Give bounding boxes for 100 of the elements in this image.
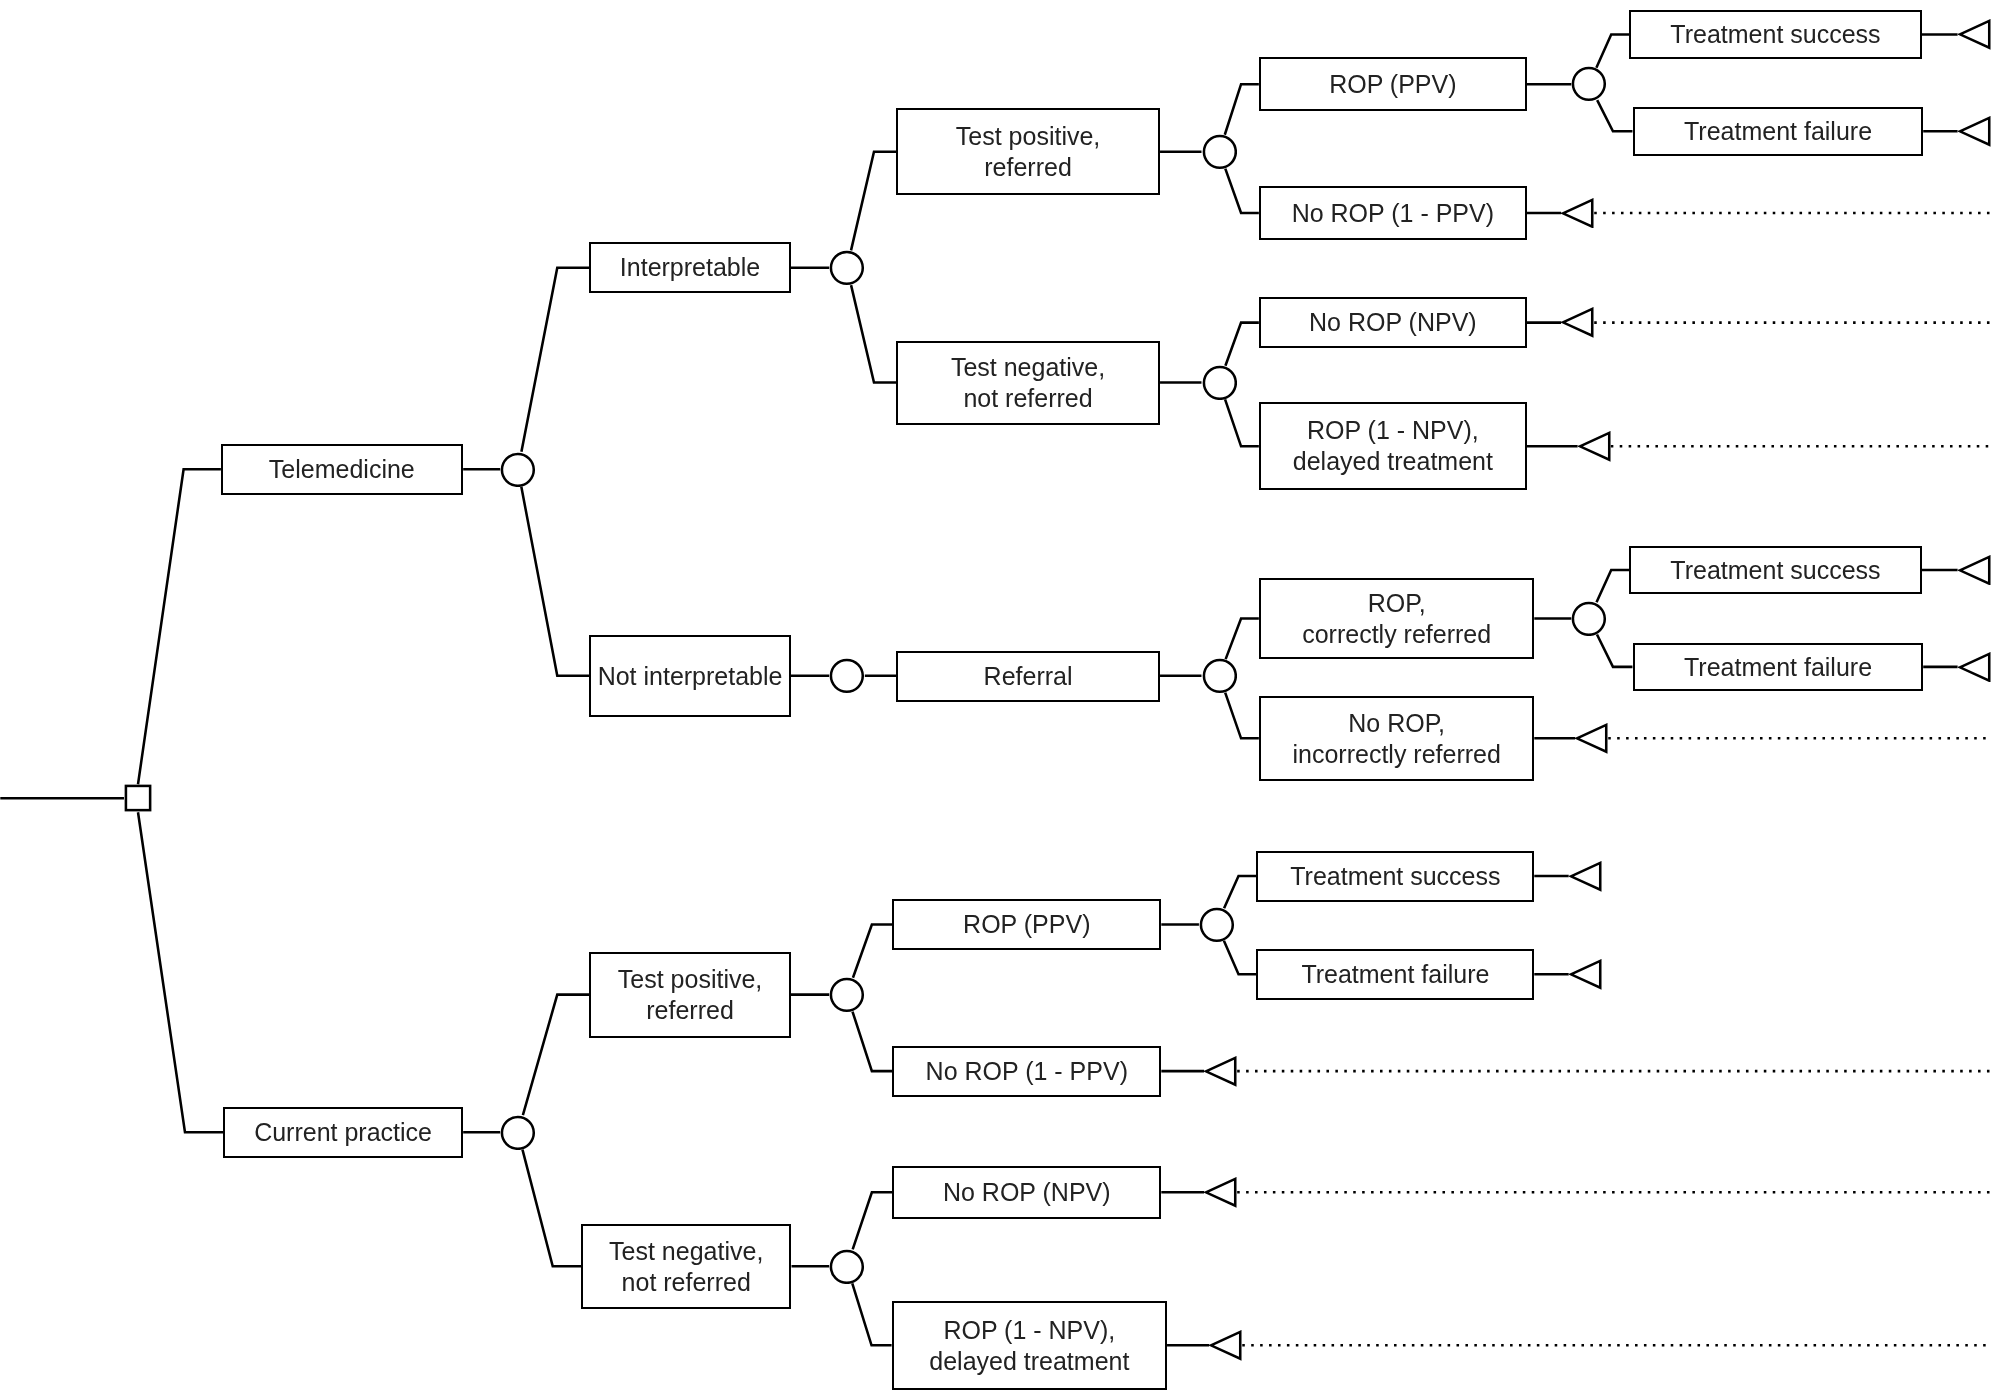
- connector-line: [520, 486, 590, 678]
- branch-label: Test positive, referred: [955, 120, 1101, 183]
- branch-label: No ROP (1 - PPV): [925, 1055, 1128, 1087]
- connector-line: [851, 1011, 893, 1073]
- branch-label: Treatment failure: [1684, 651, 1873, 683]
- connector-line: [1595, 568, 1630, 603]
- connector-line: [1161, 1069, 1204, 1073]
- connector-line: [1167, 1344, 1210, 1347]
- chance-circle: [829, 250, 865, 286]
- connector-line: [1921, 568, 1958, 572]
- branch-box: [892, 1045, 1162, 1097]
- branch-box: [1258, 578, 1535, 659]
- connector-line: [1921, 33, 1958, 36]
- connector-line: [463, 467, 501, 471]
- connector-line: [1526, 445, 1578, 448]
- branch-label: Not interpretable: [597, 660, 783, 692]
- branch-label: Treatment success: [1670, 18, 1881, 50]
- branch-box: [1258, 186, 1527, 240]
- branch-label: Treatment success: [1670, 554, 1881, 586]
- connector-line: [1161, 1190, 1204, 1194]
- branch-label: ROP (1 - NPV), delayed treatment: [929, 1314, 1130, 1377]
- terminal-triangle: [1957, 19, 1992, 50]
- connector-line: [1534, 737, 1576, 740]
- connector-line: [1595, 33, 1630, 69]
- branch-label: No ROP (NPV): [1309, 307, 1477, 339]
- terminal-triangle: [1957, 651, 1992, 683]
- chance-circle: [1198, 906, 1235, 943]
- connector-line: [864, 674, 897, 678]
- chance-circle: [500, 451, 536, 488]
- branch-label: Test negative, not referred: [609, 1235, 764, 1298]
- connector-line: [136, 467, 221, 785]
- connector-line: [1923, 130, 1958, 133]
- connector-line: [0, 796, 124, 800]
- connector-line: [1223, 399, 1259, 448]
- connector-line: [1526, 82, 1572, 86]
- connector-line: [1161, 923, 1199, 926]
- branch-box: [589, 242, 791, 294]
- connector-line: [1223, 82, 1259, 136]
- branch-box: [1629, 10, 1922, 59]
- terminal-triangle: [1561, 197, 1595, 229]
- connector-line: [136, 812, 224, 1134]
- branch-label: Test positive, referred: [617, 963, 763, 1026]
- connector-line: [1160, 674, 1202, 678]
- connector-line: [1224, 692, 1259, 740]
- branch-label: Test negative, not referred: [950, 351, 1106, 414]
- chance-circle: [1201, 133, 1238, 170]
- dotted-line: [1237, 1069, 1993, 1073]
- branch-box: [1632, 642, 1924, 692]
- branch-box: [892, 899, 1162, 951]
- connector-line: [520, 266, 590, 452]
- branch-box: [896, 340, 1161, 425]
- connector-line: [1224, 168, 1259, 215]
- branch-label: ROP, correctly referred: [1302, 587, 1492, 650]
- connector-line: [1534, 617, 1572, 620]
- branch-box: [892, 1165, 1162, 1220]
- connector-line: [1596, 99, 1633, 133]
- connector-line: [1222, 874, 1257, 909]
- terminal-triangle: [1209, 1330, 1243, 1361]
- chance-circle: [1201, 658, 1238, 694]
- connector-line: [849, 150, 897, 251]
- branch-label: Current practice: [254, 1117, 432, 1149]
- branch-label: Telemedicine: [268, 453, 415, 485]
- connector-line: [791, 1264, 830, 1268]
- connector-line: [521, 993, 590, 1116]
- chance-circle: [1571, 66, 1608, 102]
- connector-line: [1595, 633, 1633, 669]
- branch-label: Treatment failure: [1684, 115, 1873, 147]
- connector-line: [1534, 972, 1569, 976]
- branch-box: [1256, 850, 1535, 902]
- branch-box: [589, 634, 791, 718]
- terminal-triangle: [1957, 554, 1992, 586]
- connector-line: [1224, 321, 1259, 367]
- chance-circle: [1201, 364, 1238, 401]
- terminal-triangle: [1575, 723, 1609, 754]
- chance-circle: [1571, 600, 1608, 637]
- connector-line: [1526, 321, 1562, 324]
- connector-line: [849, 284, 897, 384]
- connector-line: [1923, 665, 1958, 669]
- chance-circle: [829, 1248, 865, 1285]
- decision-square: [123, 784, 152, 813]
- branch-box: [1258, 297, 1527, 349]
- terminal-triangle: [1568, 860, 1603, 892]
- branch-label: ROP (PPV): [963, 909, 1091, 941]
- connector-line: [521, 1149, 582, 1268]
- branch-box: [891, 1301, 1168, 1391]
- connector-line: [851, 1190, 893, 1250]
- branch-box: [1632, 107, 1924, 156]
- branch-label: No ROP, incorrectly referred: [1292, 707, 1501, 770]
- branch-label: ROP (1 - NPV), delayed treatment: [1292, 415, 1493, 478]
- connector-line: [1526, 211, 1562, 215]
- branch-box: [896, 650, 1161, 702]
- connector-line: [1222, 940, 1257, 976]
- connector-line: [790, 993, 830, 996]
- connector-line: [790, 674, 830, 678]
- branch-box: [1256, 948, 1535, 1000]
- branch-box: [581, 1224, 792, 1309]
- chance-circle: [829, 977, 865, 1013]
- branch-box: [223, 1107, 463, 1159]
- branch-label: ROP (PPV): [1329, 68, 1457, 100]
- connector-line: [1224, 617, 1259, 660]
